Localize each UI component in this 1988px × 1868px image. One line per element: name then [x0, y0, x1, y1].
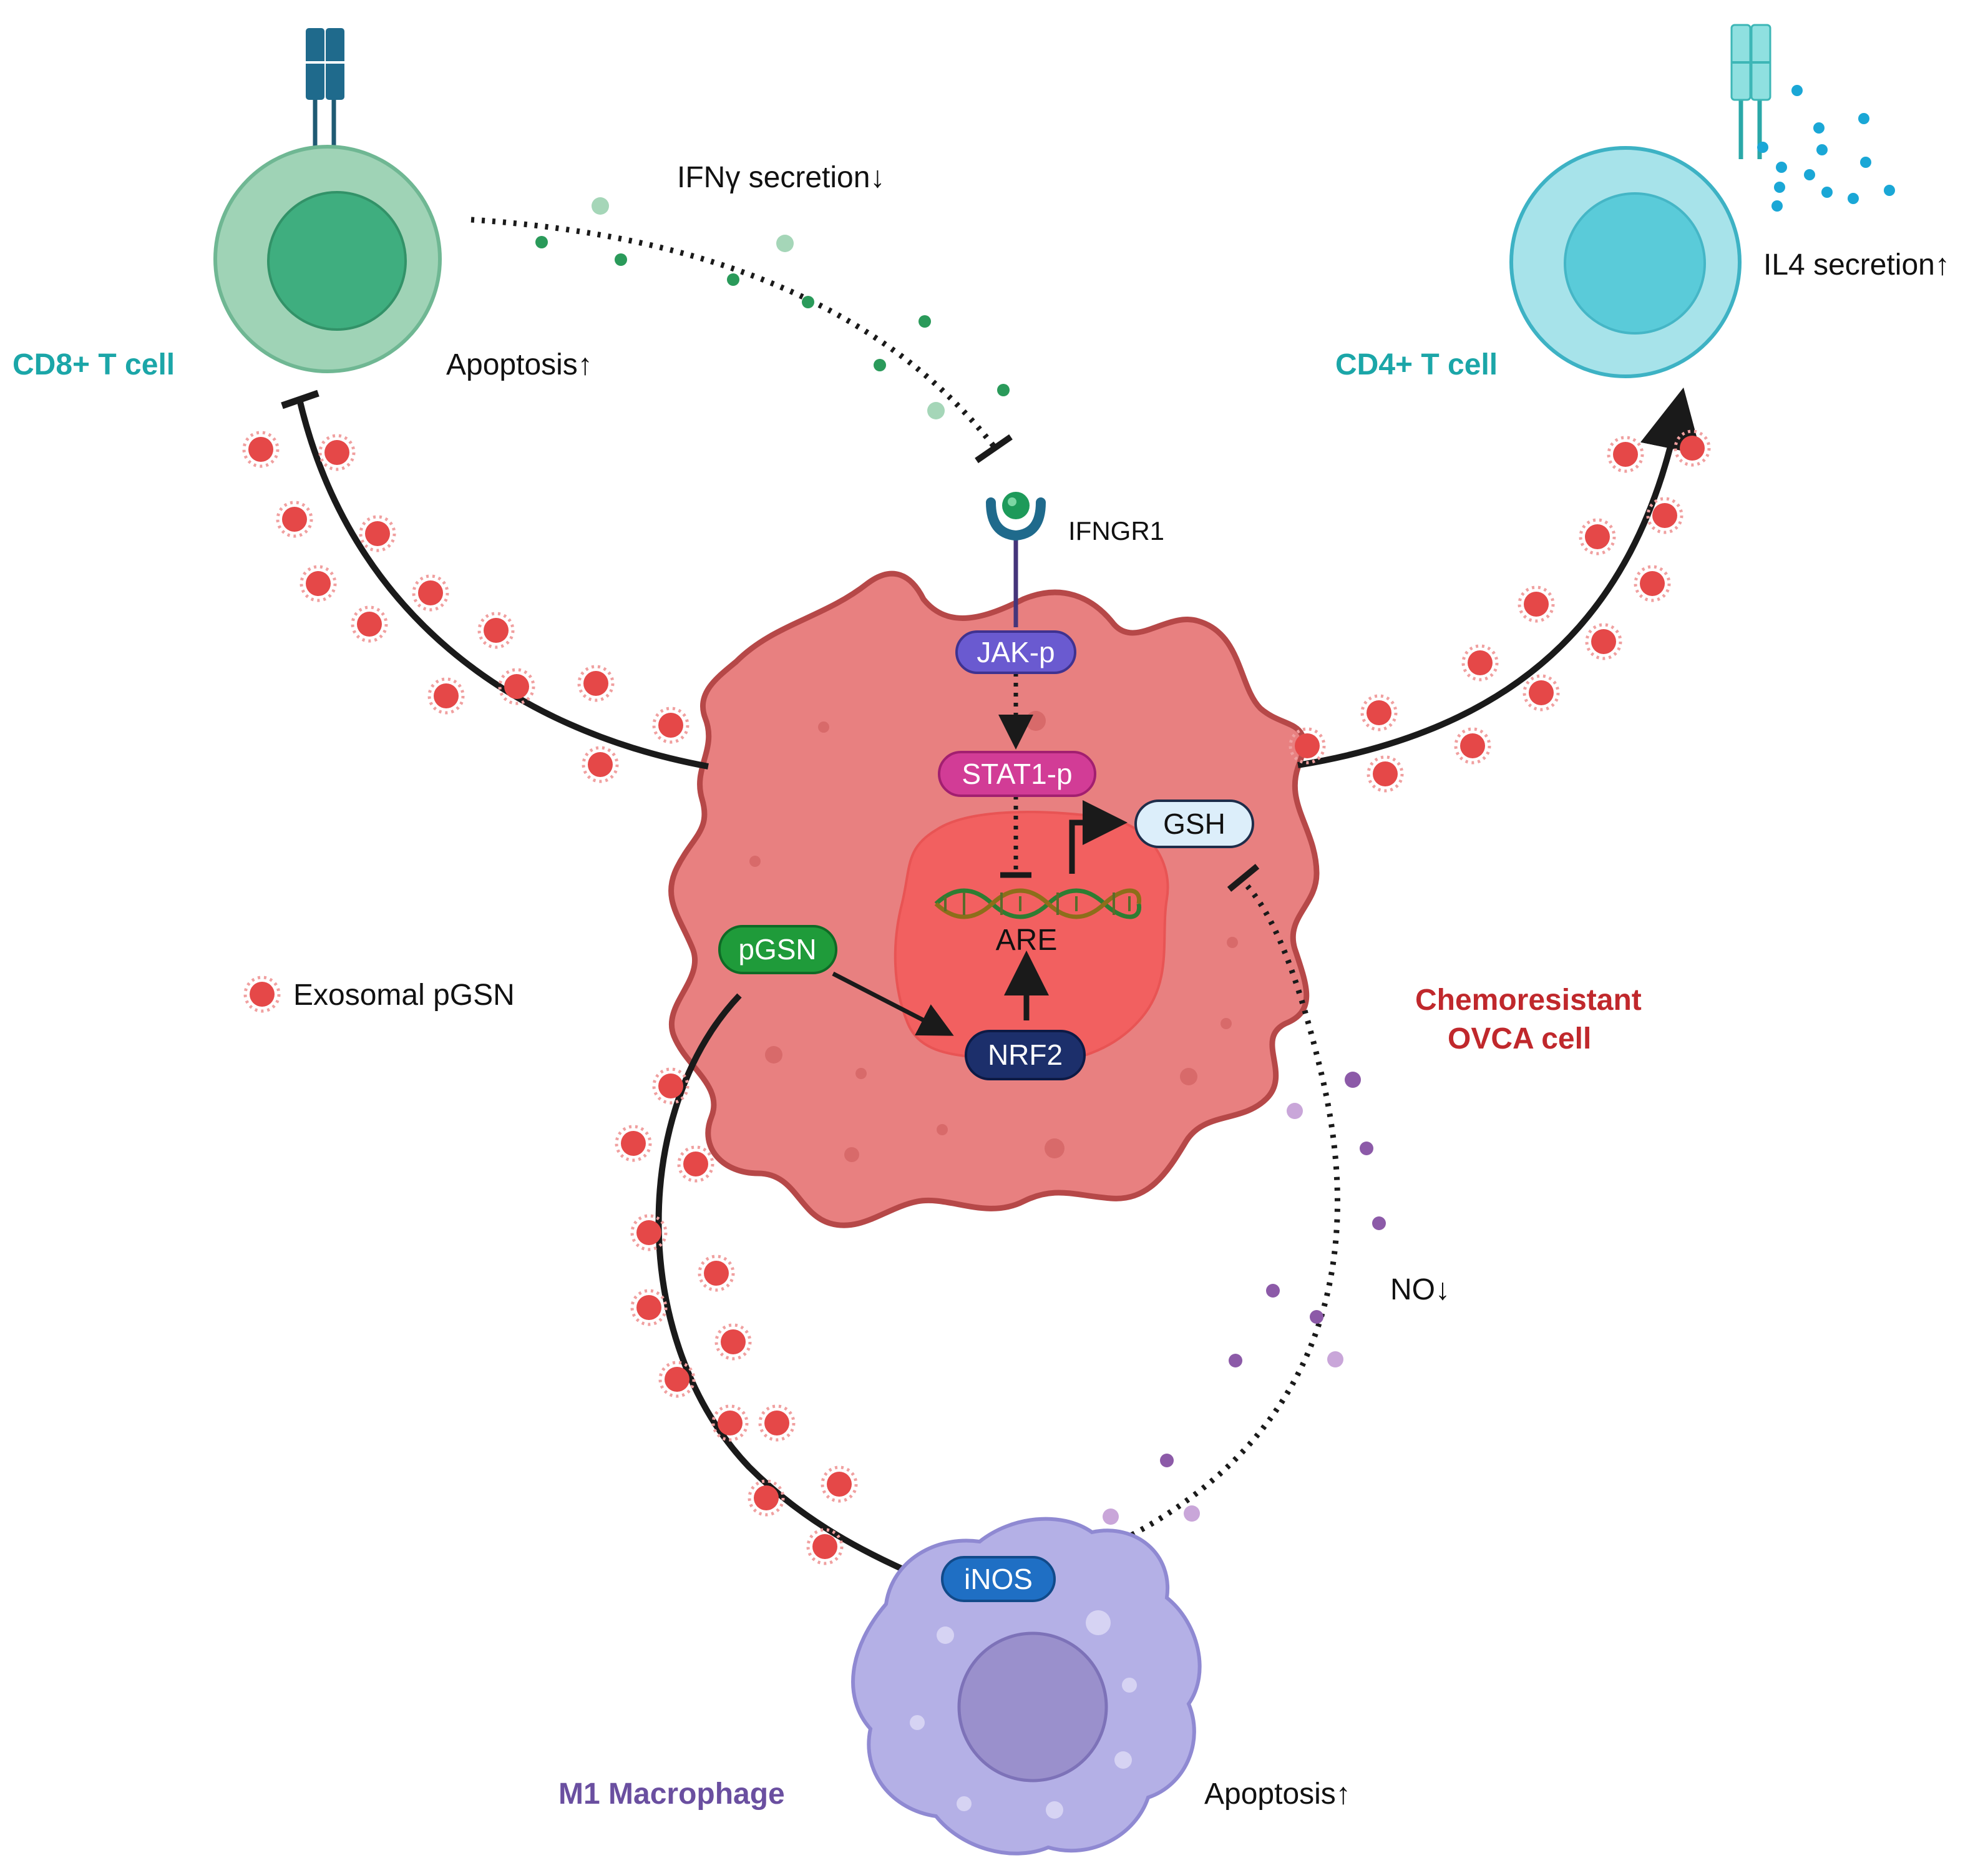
gsh-label: GSH [1163, 808, 1225, 840]
pgsn-to-nrf2-arrow [832, 971, 954, 1036]
cd8-apoptosis-label: Apoptosis↑ [446, 348, 593, 381]
are-to-gsh-arrow [1069, 800, 1128, 874]
tumor-to-cd8-inhibition-bar [281, 389, 319, 409]
no-inhibition-bar [1227, 864, 1260, 892]
inos-label: iNOS [964, 1563, 1033, 1595]
dna-helix-icon [934, 888, 1141, 919]
ifng-particles [535, 197, 1010, 419]
ifngr1-label: IFNGR1 [1068, 516, 1164, 545]
macrophage-title: M1 Macrophage [558, 1778, 785, 1811]
cd8-title: CD8+ T cell [12, 348, 175, 381]
macrophage-apoptosis-label: Apoptosis↑ [1204, 1778, 1351, 1811]
tumor-title-line1: Chemoresistant [1415, 984, 1642, 1017]
no-label: NO↓ [1390, 1273, 1450, 1306]
cd4-t-cell [1509, 24, 1771, 378]
cd4-title: CD4+ T cell [1335, 348, 1498, 381]
are-label: ARE [996, 924, 1058, 957]
tumor-title-line2: OVCA cell [1448, 1022, 1591, 1055]
il4-secretion-label: IL4 secretion↑ [1763, 248, 1950, 281]
m1-macrophage [851, 1517, 1202, 1856]
nrf2-node: NRF2 [965, 1030, 1086, 1080]
ifngr1-receptor-icon [986, 492, 1046, 627]
stat1-p-label: STAT1-p [962, 758, 1072, 790]
pgsn-node: pGSN [718, 925, 837, 974]
exosome-legend-icon [245, 977, 279, 1011]
nrf2-label: NRF2 [988, 1039, 1063, 1071]
tumor-to-cd8-inhibition-arc [296, 398, 709, 770]
exosome-legend-label: Exosomal pGSN [293, 979, 515, 1012]
jak-p-node: JAK-p [955, 630, 1076, 674]
cd4-receptor-icon [1730, 24, 1771, 159]
tumor-to-cd4-activation-arc [1297, 387, 1702, 768]
il4-particles [1757, 85, 1895, 212]
gsh-node: GSH [1134, 800, 1254, 848]
cd8-t-cell [213, 28, 442, 373]
pgsn-to-inos-inhibition-arc [655, 993, 923, 1581]
exosome-legend: Exosomal pGSN [245, 977, 515, 1012]
jak-p-label: JAK-p [977, 636, 1055, 668]
cd8-receptor-icon [306, 28, 344, 159]
ifng-secretion-label: IFNγ secretion↓ [677, 161, 885, 194]
inos-node: iNOS [941, 1556, 1056, 1602]
ifng-inhibition-curve [470, 217, 998, 450]
stat1-p-node: STAT1-p [938, 751, 1096, 797]
pgsn-label: pGSN [738, 933, 816, 966]
ifng-inhibition-bar [975, 434, 1013, 464]
